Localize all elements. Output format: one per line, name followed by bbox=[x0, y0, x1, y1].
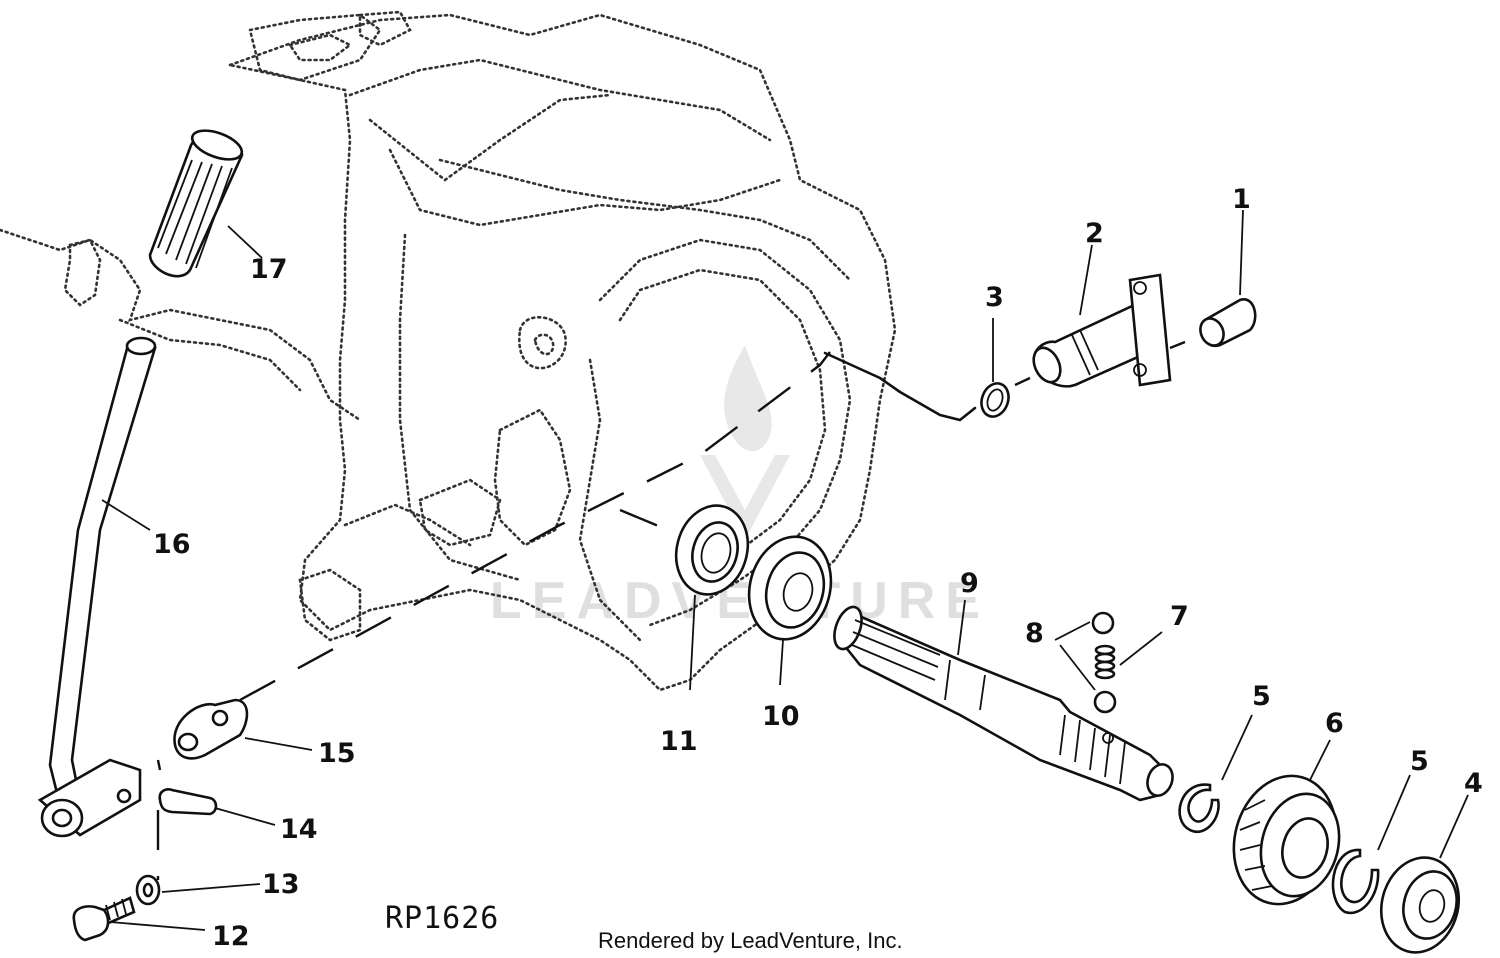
part-7-spring bbox=[1094, 631, 1163, 680]
reference-code: RP1626 bbox=[385, 901, 499, 936]
part-16-lever-rod bbox=[37, 336, 157, 838]
part-1-collar bbox=[1199, 209, 1257, 348]
callout-1: 1 bbox=[1232, 184, 1251, 215]
part-5-snap-ring-b bbox=[1331, 774, 1411, 915]
callout-6: 6 bbox=[1325, 708, 1344, 739]
part-11-seal bbox=[674, 504, 750, 691]
callout-5a: 5 bbox=[1252, 681, 1271, 712]
part-6-gear bbox=[1232, 739, 1341, 906]
part-8-balls bbox=[1054, 611, 1117, 714]
part-9-shaft bbox=[833, 599, 1174, 802]
watermark-flame-icon bbox=[724, 345, 772, 452]
callout-5b: 5 bbox=[1410, 746, 1429, 777]
callout-14: 14 bbox=[280, 814, 318, 845]
watermark: LEADVENTURE bbox=[490, 345, 980, 630]
part-12-bolt bbox=[72, 896, 206, 942]
callout-labels: 1 2 3 4 5 5 6 7 8 9 10 11 12 13 14 15 16… bbox=[153, 184, 1483, 952]
callout-10: 10 bbox=[762, 701, 800, 732]
callout-3: 3 bbox=[985, 282, 1004, 313]
callout-7: 7 bbox=[1170, 601, 1189, 632]
part-10-bearing bbox=[747, 535, 833, 686]
part-4-bearing bbox=[1379, 794, 1469, 954]
callout-11: 11 bbox=[660, 726, 698, 757]
callout-9: 9 bbox=[960, 568, 979, 599]
callout-4: 4 bbox=[1464, 768, 1483, 799]
part-15-bracket bbox=[173, 698, 313, 760]
part-5-snap-ring-a bbox=[1178, 714, 1253, 834]
watermark-v-icon bbox=[700, 455, 790, 540]
part-2-shift-shaft bbox=[1032, 244, 1172, 388]
part-13-washer bbox=[135, 874, 261, 906]
callout-2: 2 bbox=[1085, 218, 1104, 249]
transmission-housing-outline bbox=[0, 10, 897, 692]
callout-13: 13 bbox=[262, 869, 300, 900]
callout-16: 16 bbox=[153, 529, 191, 560]
callout-15: 15 bbox=[318, 738, 356, 769]
part-3-o-ring bbox=[980, 318, 1010, 418]
callout-12: 12 bbox=[212, 921, 250, 952]
credit-line: Rendered by LeadVenture, Inc. bbox=[598, 928, 903, 953]
part-14-pin bbox=[158, 788, 276, 826]
callout-8: 8 bbox=[1025, 618, 1044, 649]
assembly-axis-lines bbox=[156, 340, 1186, 880]
callout-17: 17 bbox=[250, 254, 288, 285]
part-17-handle-grip bbox=[148, 129, 263, 278]
